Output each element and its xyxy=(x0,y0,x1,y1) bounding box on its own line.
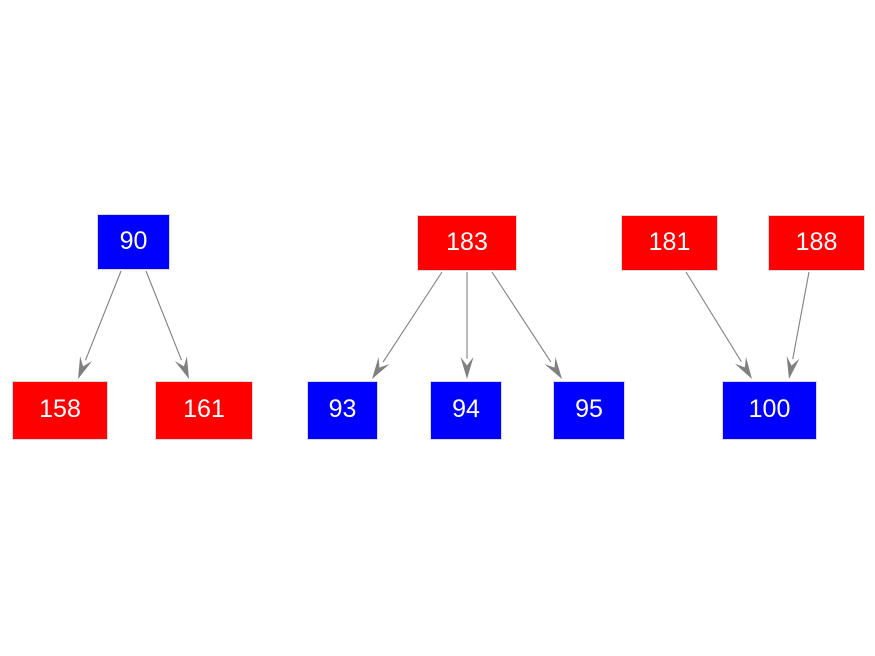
edge-183-to-93 xyxy=(372,271,443,379)
edge-line xyxy=(145,270,183,361)
graph-node-161[interactable]: 161 xyxy=(155,381,253,440)
edge-183-to-94 xyxy=(460,272,474,379)
graph-node-181[interactable]: 181 xyxy=(621,215,718,271)
edge-90-to-158 xyxy=(78,270,122,379)
graph-node-label: 183 xyxy=(446,227,488,256)
edge-arrowhead-icon xyxy=(78,356,93,379)
edge-181-to-100 xyxy=(685,271,752,379)
graph-node-label: 161 xyxy=(183,395,225,423)
graph-node-183[interactable]: 183 xyxy=(417,215,517,271)
graph-node-188[interactable]: 188 xyxy=(768,215,865,271)
graph-node-93[interactable]: 93 xyxy=(307,381,378,440)
graph-node-label: 100 xyxy=(748,395,791,423)
graph-node-90[interactable]: 90 xyxy=(97,214,170,270)
edge-line xyxy=(792,271,810,360)
edge-arrowhead-icon xyxy=(372,357,390,379)
graph-node-label: 181 xyxy=(648,227,691,256)
graph-node-label: 158 xyxy=(39,395,81,423)
edge-arrowhead-icon xyxy=(786,356,800,379)
graph-node-94[interactable]: 94 xyxy=(430,381,502,440)
edge-line xyxy=(685,271,742,363)
edge-line xyxy=(84,270,122,361)
graph-node-label: 188 xyxy=(795,227,838,256)
edge-90-to-161 xyxy=(145,270,189,379)
graph-node-158[interactable]: 158 xyxy=(12,381,108,440)
graph-node-label: 93 xyxy=(328,395,357,423)
edge-arrowhead-icon xyxy=(460,357,474,379)
graph-node-label: 90 xyxy=(119,226,148,255)
graph-node-label: 95 xyxy=(575,395,603,423)
edge-arrowhead-icon xyxy=(544,357,562,379)
graph-node-100[interactable]: 100 xyxy=(722,381,817,440)
edge-arrowhead-icon xyxy=(734,356,752,379)
edge-line xyxy=(491,271,552,363)
edge-183-to-95 xyxy=(491,271,562,379)
edge-arrowhead-icon xyxy=(174,356,189,379)
edge-188-to-100 xyxy=(786,271,810,379)
graph-node-label: 94 xyxy=(452,395,480,423)
edge-line xyxy=(382,271,443,363)
graph-node-95[interactable]: 95 xyxy=(553,381,625,440)
